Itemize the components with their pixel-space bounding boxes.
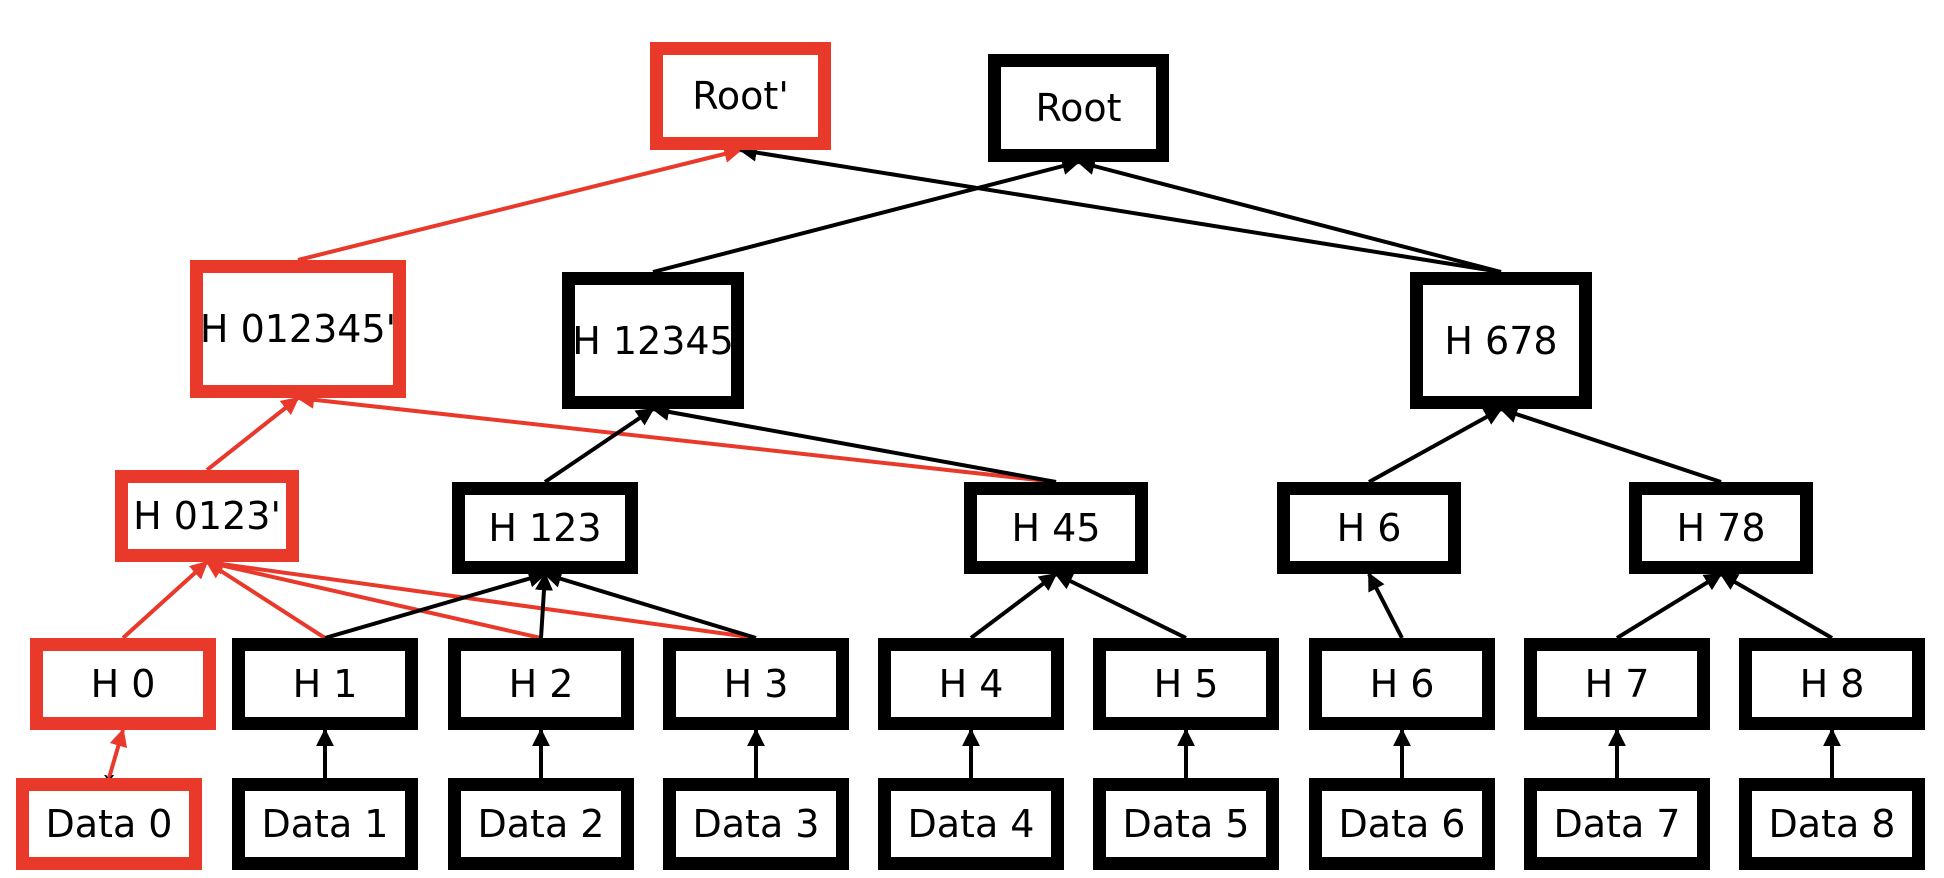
- node-label: H 8: [1799, 662, 1865, 706]
- node-h45: H 45: [964, 482, 1148, 574]
- node-h6: H 6: [1309, 638, 1495, 730]
- edge-h6_mid-to-h678: [1368, 407, 1503, 484]
- node-label: H 0: [90, 662, 156, 706]
- node-h1: H 1: [232, 638, 418, 730]
- edge-h012345_new-to-root_new: [297, 145, 743, 262]
- node-label: Data 2: [477, 802, 605, 846]
- node-label: Data 3: [692, 802, 820, 846]
- edge-h5-to-h45: [1054, 572, 1187, 640]
- node-h678: H 678: [1410, 272, 1592, 409]
- edge-h3-to-h123: [543, 570, 757, 640]
- node-root-new: Root': [650, 42, 831, 150]
- edge-h2-to-h123: [535, 572, 553, 639]
- node-label: H 123: [488, 506, 602, 550]
- node-label: Data 4: [907, 802, 1035, 846]
- edge-h3-to-h0123_new: [205, 555, 757, 640]
- node-label: H 45: [1011, 506, 1101, 550]
- edge-h0-to-h0123_new: [121, 560, 209, 640]
- node-data4: Data 4: [878, 778, 1064, 870]
- edge-h8-to-h78: [1719, 572, 1833, 640]
- node-label: Data 8: [1768, 802, 1896, 846]
- node-h5: H 5: [1093, 638, 1279, 730]
- node-data8: Data 8: [1739, 778, 1925, 870]
- node-data5: Data 5: [1093, 778, 1279, 870]
- node-label: H 012345': [199, 307, 397, 351]
- edge-h0123_new-to-h012345_new: [205, 396, 300, 472]
- node-label: H 7: [1584, 662, 1650, 706]
- edge-h6-to-h6_mid: [1367, 572, 1404, 639]
- node-label: Data 5: [1122, 802, 1250, 846]
- node-data2: Data 2: [448, 778, 634, 870]
- node-h4: H 4: [878, 638, 1064, 730]
- node-data6: Data 6: [1309, 778, 1495, 870]
- node-label: H 0123': [133, 494, 281, 538]
- edge-h45-to-h012345_new: [296, 390, 1057, 484]
- node-label: H 3: [723, 662, 789, 706]
- node-label: H 678: [1444, 318, 1558, 363]
- edge-h7-to-h78: [1615, 572, 1723, 640]
- node-label: Data 7: [1553, 802, 1681, 846]
- node-h7: H 7: [1524, 638, 1710, 730]
- node-h012345-new: H 012345': [190, 260, 406, 398]
- node-label: H 2: [508, 662, 574, 706]
- edge-h678-to-root: [1076, 157, 1502, 274]
- node-label: Root: [1035, 86, 1122, 130]
- node-label: H 6: [1369, 662, 1435, 706]
- node-label: H 1: [292, 662, 358, 706]
- node-h6-mid: H 6: [1277, 482, 1461, 574]
- node-h12345: H 12345: [562, 272, 744, 409]
- edge-h1-to-h123: [324, 569, 547, 640]
- node-label: Data 1: [261, 802, 389, 846]
- edge-data0-to-h0: [107, 728, 128, 779]
- edge-h45-to-h12345: [651, 403, 1057, 484]
- node-label: H 4: [938, 662, 1004, 706]
- node-label: H 5: [1153, 662, 1219, 706]
- node-label: H 78: [1676, 506, 1766, 550]
- node-h0123-new: H 0123': [115, 470, 299, 562]
- node-h3: H 3: [663, 638, 849, 730]
- edge-h2-to-h0123_new: [205, 556, 542, 640]
- node-data3: Data 3: [663, 778, 849, 870]
- edge-h78-to-h678: [1499, 405, 1722, 484]
- node-label: Data 6: [1338, 802, 1466, 846]
- edge-h12345-to-root: [652, 157, 1081, 274]
- node-h78: H 78: [1629, 482, 1813, 574]
- node-data7: Data 7: [1524, 778, 1710, 870]
- edge-h123-to-h12345: [543, 407, 655, 484]
- node-h2: H 2: [448, 638, 634, 730]
- node-label: Data 0: [45, 802, 173, 846]
- node-data1: Data 1: [232, 778, 418, 870]
- node-h0: H 0: [30, 638, 216, 730]
- edge-h1-to-h0123_new: [205, 560, 327, 640]
- node-root: Root: [988, 54, 1169, 162]
- node-data0: Data 0: [16, 778, 202, 870]
- node-h8: H 8: [1739, 638, 1925, 730]
- edge-h678-to-root_new: [738, 143, 1502, 274]
- node-label: Root': [692, 74, 789, 118]
- edge-h4-to-h45: [969, 572, 1058, 640]
- node-label: H 12345: [572, 318, 734, 363]
- node-h123: H 123: [452, 482, 638, 574]
- node-label: H 6: [1336, 506, 1402, 550]
